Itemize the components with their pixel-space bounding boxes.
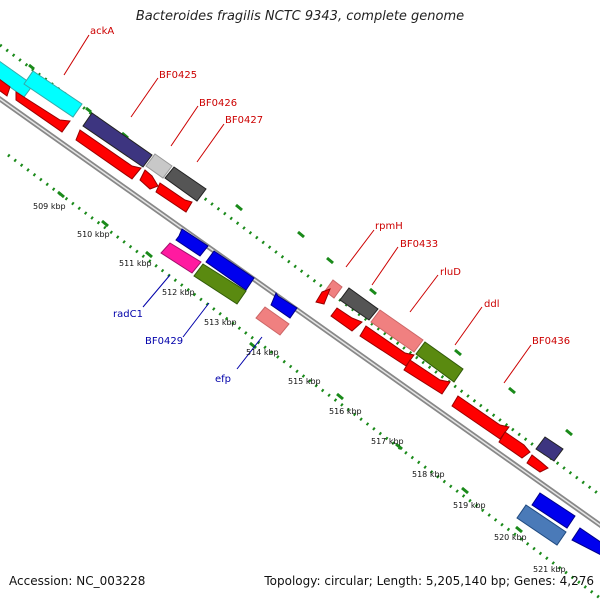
feature-rluD[interactable]	[370, 309, 424, 353]
feature-ackA-2[interactable]	[23, 70, 83, 118]
feature-BF0433[interactable]	[339, 287, 379, 321]
feature-BF0436[interactable]	[535, 436, 564, 462]
gc-track-outer	[0, 43, 600, 497]
gc-dashes-outer	[28, 63, 573, 437]
gene-label: BF0433	[400, 239, 438, 250]
cds-track-forward	[0, 79, 549, 473]
kbp-label: 514 kbp	[246, 348, 279, 357]
gene-label: ddl	[484, 299, 499, 310]
feature-blue-rev-6[interactable]	[571, 527, 600, 557]
feature-BF0427[interactable]	[164, 166, 207, 202]
kbp-label: 521 kbp	[533, 565, 566, 574]
gene-labels-reverse: radC1 BF0429 efp	[113, 309, 231, 385]
feature-rpmH[interactable]	[324, 279, 343, 299]
kbp-label: 510 kbp	[77, 230, 110, 239]
kbp-label: 511 kbp	[119, 259, 152, 268]
feature-efp[interactable]	[255, 306, 290, 336]
label-leaders-forward	[63, 34, 532, 384]
feature-BF0429[interactable]	[193, 263, 247, 305]
kbp-label: 520 kbp	[494, 533, 527, 542]
feature-blue-rev-1[interactable]	[175, 228, 209, 257]
gene-label: rluD	[440, 267, 461, 278]
feature-BF0426[interactable]	[145, 153, 173, 179]
feature-blue-rev-5[interactable]	[516, 504, 567, 546]
gene-label: BF0425	[159, 70, 197, 81]
kbp-label: 513 kbp	[204, 318, 237, 327]
kbp-label: 519 kbp	[453, 501, 486, 510]
gene-label: radC1	[113, 309, 143, 320]
reverse-strand-features	[160, 228, 600, 557]
feature-BF0425[interactable]	[82, 112, 153, 168]
gene-label: BF0427	[225, 115, 263, 126]
gc-track-inner	[7, 153, 600, 600]
kbp-label: 516 kbp	[329, 407, 362, 416]
label-leaders-reverse	[142, 274, 263, 370]
feature-radC1[interactable]	[160, 242, 202, 274]
forward-strand-features	[0, 60, 564, 462]
kbp-tick-labels: 509 kbp 510 kbp 511 kbp 512 kbp 513 kbp …	[33, 202, 566, 574]
kbp-label: 517 kbp	[371, 437, 404, 446]
backbone-inner	[0, 98, 600, 526]
gene-label: ackA	[90, 26, 114, 37]
summary-text: Topology: circular; Length: 5,205,140 bp…	[264, 574, 594, 588]
gene-label: BF0426	[199, 98, 237, 109]
kbp-label: 512 kbp	[162, 288, 195, 297]
kbp-label: 515 kbp	[288, 377, 321, 386]
gene-label: BF0436	[532, 336, 570, 347]
feature-blue-rev-4[interactable]	[531, 492, 576, 529]
accession-text: Accession: NC_003228	[9, 574, 146, 588]
gc-dashes-inner	[57, 190, 523, 534]
gene-label: rpmH	[375, 221, 403, 232]
feature-ddl[interactable]	[415, 341, 464, 383]
map-title: Bacteroides fragilis NCTC 9343, complete…	[135, 9, 465, 24]
gene-labels-forward: ackA BF0425 BF0426 BF0427 rpmH BF0433 rl…	[90, 26, 570, 347]
gene-label: BF0429	[145, 336, 183, 347]
gene-label: efp	[215, 374, 231, 385]
feature-blue-rev-2[interactable]	[205, 250, 255, 291]
feature-blue-rev-3[interactable]	[270, 291, 298, 319]
kbp-label: 509 kbp	[33, 202, 66, 211]
kbp-label: 518 kbp	[412, 470, 445, 479]
